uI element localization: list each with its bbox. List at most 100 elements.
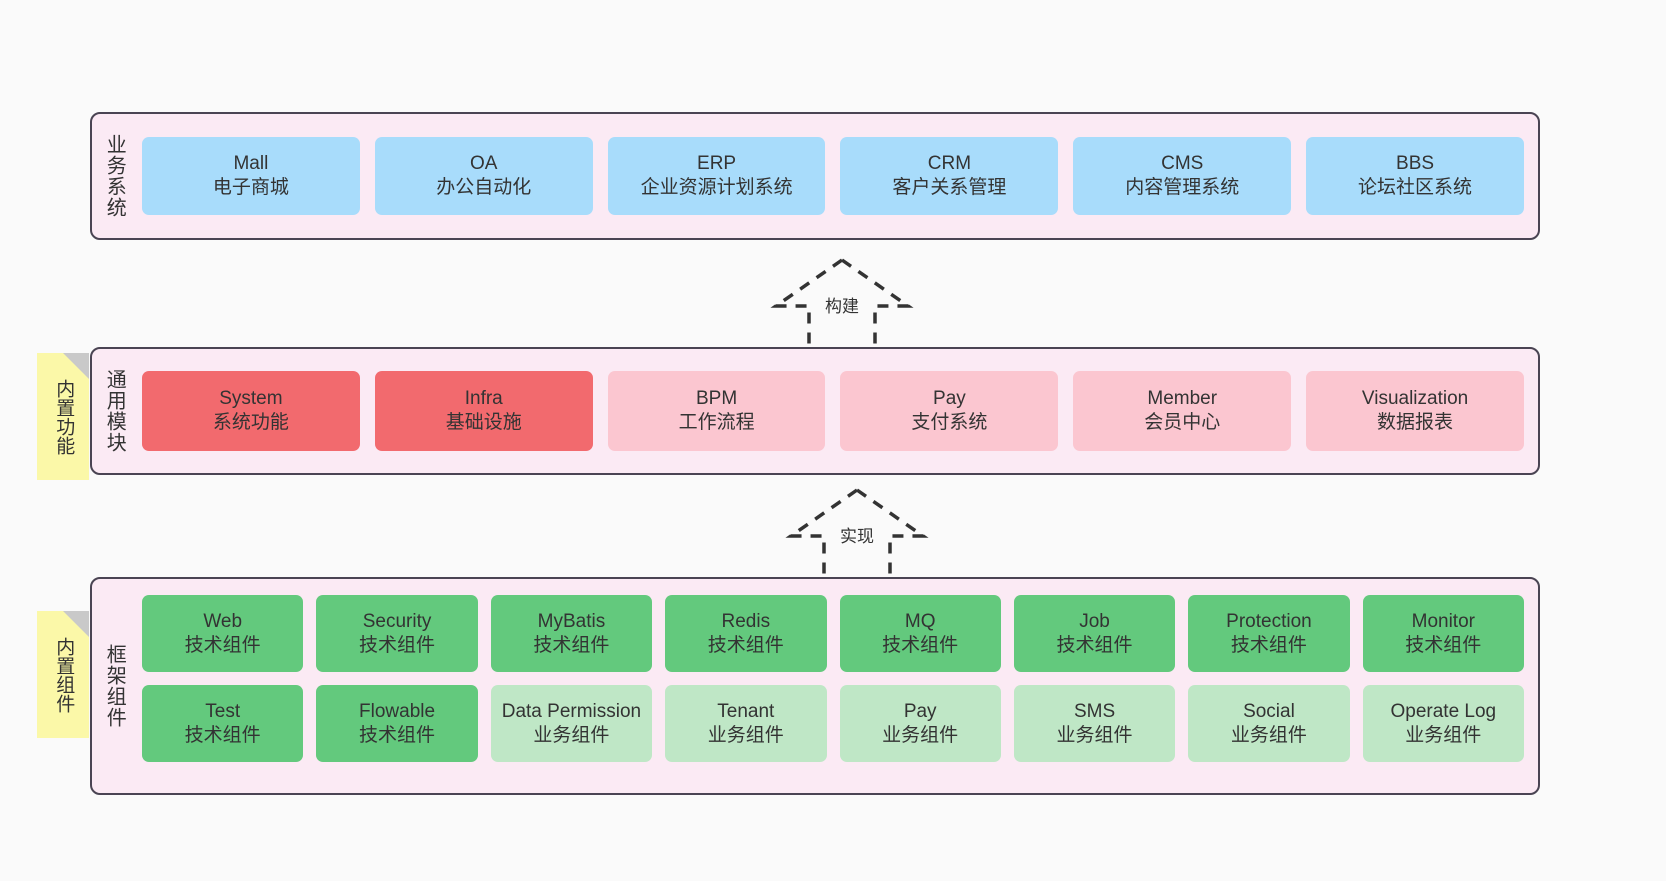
card-title-en: Infra: [464, 388, 503, 410]
arrow-realize: 实现: [772, 486, 942, 578]
card-social[interactable]: Social 业务组件: [1188, 685, 1350, 762]
card-title-cn: 技术组件: [184, 634, 261, 656]
card-infra[interactable]: Infra 基础设施: [374, 371, 593, 451]
card-cms[interactable]: CMS 内容管理系统: [1073, 137, 1292, 215]
card-title-cn: 技术组件: [1405, 634, 1482, 656]
card-title-en: Pay: [933, 388, 966, 410]
card-title-cn: 业务组件: [533, 724, 610, 746]
card-title-en: BBS: [1396, 153, 1435, 175]
card-title-cn: 电子商城: [212, 177, 289, 198]
framework-component-grid: Web 技术组件 Security 技术组件 MyBatis 技术组件 Redi…: [142, 595, 1524, 762]
card-title-en: MQ: [904, 610, 936, 632]
card-title-en: Flowable: [359, 700, 436, 722]
card-monitor[interactable]: Monitor 技术组件: [1362, 595, 1524, 672]
card-title-en: Mall: [233, 153, 269, 175]
note-builtin-components: 内置组件: [37, 611, 89, 738]
card-title-en: MyBatis: [537, 610, 606, 632]
card-bbs[interactable]: BBS 论坛社区系统: [1306, 137, 1524, 215]
card-title-en: ERP: [697, 153, 737, 175]
card-redis[interactable]: Redis 技术组件: [665, 595, 827, 672]
card-title-en: CRM: [927, 153, 972, 175]
card-title-en: System: [219, 388, 283, 410]
card-title-cn: 办公自动化: [436, 177, 532, 198]
card-title-cn: 数据报表: [1377, 412, 1454, 433]
layer-body-common: System 系统功能 Infra 基础设施 BPM 工作流程 Pay 支付系统…: [136, 349, 1538, 473]
card-title-en: Test: [205, 700, 241, 722]
card-title-cn: 技术组件: [533, 634, 610, 656]
card-title-en: OA: [470, 153, 498, 175]
card-title-en: Member: [1147, 388, 1218, 410]
card-title-cn: 技术组件: [1056, 634, 1133, 656]
card-title-cn: 业务组件: [1230, 724, 1307, 746]
card-title-cn: 系统功能: [212, 412, 289, 433]
card-title-en: Social: [1243, 700, 1295, 722]
layer-title-common: 通用模块: [103, 369, 126, 453]
card-title-cn: 工作流程: [678, 412, 755, 433]
layer-title-framework: 框架组件: [103, 644, 126, 728]
note-label: 内置组件: [53, 636, 75, 713]
card-mybatis[interactable]: MyBatis 技术组件: [490, 595, 653, 672]
card-bpm[interactable]: BPM 工作流程: [607, 371, 826, 451]
layer-body-business: Mall 电子商城 OA 办公自动化 ERP 企业资源计划系统 CRM 客户关系…: [136, 114, 1538, 238]
card-title-en: BPM: [695, 388, 738, 410]
card-title-en: Job: [1079, 610, 1110, 632]
card-job[interactable]: Job 技术组件: [1013, 595, 1176, 672]
card-title-cn: 技术组件: [1230, 634, 1307, 656]
card-title-cn: 基础设施: [445, 412, 522, 433]
card-title-en: Tenant: [717, 700, 775, 722]
card-title-cn: 技术组件: [707, 634, 784, 656]
card-title-cn: 技术组件: [359, 724, 436, 746]
card-data-permission[interactable]: Data Permission 业务组件: [490, 685, 653, 762]
arrow-build: 构建: [757, 256, 927, 348]
card-title-cn: 支付系统: [911, 412, 988, 433]
card-title-en: Protection: [1226, 610, 1312, 632]
card-title-cn: 技术组件: [882, 634, 959, 656]
card-title-cn: 业务组件: [707, 724, 784, 746]
card-protection[interactable]: Protection 技术组件: [1188, 595, 1350, 672]
card-system[interactable]: System 系统功能: [142, 371, 360, 451]
card-pay-component[interactable]: Pay 业务组件: [839, 685, 1001, 762]
card-pay-module[interactable]: Pay 支付系统: [840, 371, 1059, 451]
card-title-cn: 内容管理系统: [1125, 177, 1240, 198]
card-title-en: Pay: [903, 700, 937, 722]
card-title-en: Monitor: [1411, 610, 1475, 632]
card-flowable[interactable]: Flowable 技术组件: [316, 685, 478, 762]
card-visualization[interactable]: Visualization 数据报表: [1306, 371, 1524, 451]
card-title-cn: 论坛社区系统: [1358, 177, 1473, 198]
card-title-en: Visualization: [1361, 388, 1469, 410]
layer-common-modules: 通用模块 System 系统功能 Infra 基础设施 BPM 工作流程 Pay…: [90, 347, 1540, 475]
card-title-cn: 业务组件: [1405, 724, 1482, 746]
card-member[interactable]: Member 会员中心: [1073, 371, 1292, 451]
card-title-en: Redis: [721, 610, 771, 632]
card-title-en: Data Permission: [501, 700, 642, 722]
note-builtin-features: 内置功能: [37, 353, 89, 480]
card-erp[interactable]: ERP 企业资源计划系统: [607, 137, 826, 215]
card-title-cn: 技术组件: [184, 724, 261, 746]
card-title-en: Security: [362, 610, 432, 632]
card-web[interactable]: Web 技术组件: [142, 595, 304, 672]
card-title-en: CMS: [1161, 153, 1204, 175]
card-oa[interactable]: OA 办公自动化: [374, 137, 593, 215]
note-label: 内置功能: [53, 378, 75, 455]
layer-framework-components: 框架组件 Web 技术组件 Security 技术组件 MyBatis 技术组件…: [90, 577, 1540, 795]
card-crm[interactable]: CRM 客户关系管理: [840, 137, 1059, 215]
card-sms[interactable]: SMS 业务组件: [1013, 685, 1176, 762]
layer-body-framework: Web 技术组件 Security 技术组件 MyBatis 技术组件 Redi…: [136, 579, 1538, 793]
card-mall[interactable]: Mall 电子商城: [142, 137, 360, 215]
card-title-cn: 企业资源计划系统: [640, 177, 793, 198]
layer-business-systems: 业务系统 Mall 电子商城 OA 办公自动化 ERP 企业资源计划系统 CRM…: [90, 112, 1540, 240]
layer-title-business: 业务系统: [103, 134, 126, 218]
card-title-en: SMS: [1073, 700, 1116, 722]
card-mq[interactable]: MQ 技术组件: [839, 595, 1001, 672]
card-title-cn: 客户关系管理: [892, 177, 1007, 198]
card-test[interactable]: Test 技术组件: [142, 685, 304, 762]
card-title-cn: 业务组件: [1056, 724, 1133, 746]
card-security[interactable]: Security 技术组件: [316, 595, 478, 672]
card-operate-log[interactable]: Operate Log 业务组件: [1362, 685, 1524, 762]
card-title-cn: 会员中心: [1144, 412, 1221, 433]
card-title-cn: 技术组件: [359, 634, 436, 656]
card-tenant[interactable]: Tenant 业务组件: [665, 685, 827, 762]
card-title-en: Web: [203, 610, 243, 632]
card-title-en: Operate Log: [1390, 700, 1497, 722]
